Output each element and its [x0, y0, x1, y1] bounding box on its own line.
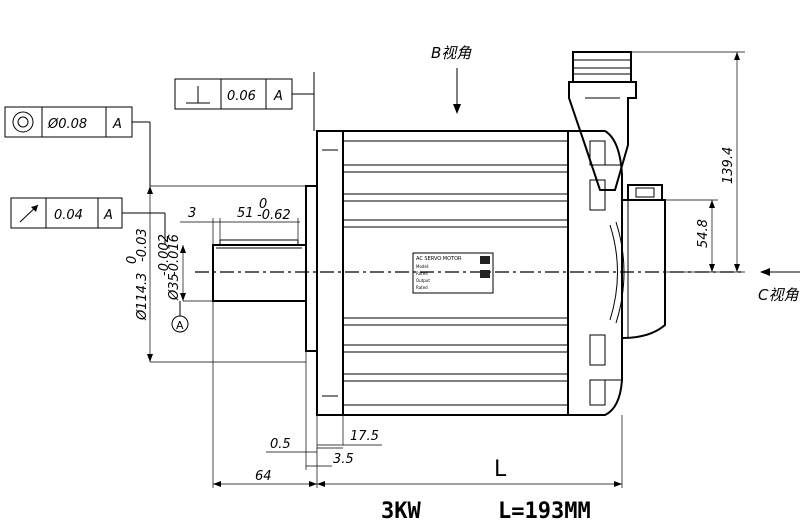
runout-arrow-icon — [19, 204, 39, 223]
encoder-connector — [627, 184, 663, 201]
flange — [305, 130, 344, 416]
shaft-diameter-tol-lower: -0.016 — [167, 234, 182, 276]
power-rating: 3KW — [381, 499, 421, 524]
total-height-label: 139.4 — [721, 147, 736, 184]
concentricity-frame: Ø0.08 A — [4, 106, 151, 186]
datum-label: A — [176, 319, 184, 332]
perpendicularity-icon — [186, 86, 210, 104]
perpendicularity-datum: A — [273, 89, 283, 104]
key-offset-label: 3 — [188, 206, 196, 221]
flange-diameter-tol-upper: 0 — [125, 256, 140, 264]
length-symbol: L — [494, 457, 507, 482]
runout-frame: 0.04 A — [10, 197, 166, 245]
height-dimensions: 139.4 54.8 — [632, 51, 745, 273]
shaft-length-tol-upper: 0 — [259, 197, 267, 212]
nameplate-line: Rated — [416, 271, 428, 276]
nameplate: AC SERVO MOTOR Model: Rated Output Rated — [412, 252, 494, 294]
flange-thickness-label: 17.5 — [350, 429, 379, 444]
runout-datum: A — [103, 208, 113, 223]
b-view-arrow-icon — [453, 104, 461, 114]
b-view-label: B视角 — [431, 44, 472, 62]
shaft-diameter-tol-upper: -0.002 — [157, 234, 172, 276]
nameplate-line: Output — [416, 278, 430, 283]
concentricity-datum: A — [112, 117, 122, 132]
flange-inner-label: 3.5 — [333, 452, 354, 467]
motor-body — [342, 130, 569, 416]
datum-a-marker: A — [171, 301, 189, 333]
runout-value: 0.04 — [54, 208, 83, 223]
perpendicularity-frame: 0.06 A — [174, 72, 315, 131]
end-cap — [567, 130, 623, 416]
power-connector — [568, 51, 637, 191]
spigot-label: 0.5 — [270, 437, 291, 452]
shaft-length-dimension: 3 51 0 -0.62 — [180, 197, 300, 245]
concentricity-icon — [12, 111, 34, 133]
nameplate-line: Model: — [416, 264, 429, 269]
shaft-length-label: 51 — [237, 206, 254, 221]
encoder-cover — [609, 199, 666, 340]
c-view-label: C视角 — [758, 286, 799, 304]
flange-diameter-tol-lower: -0.03 — [135, 228, 150, 262]
flange-diameter-label: Ø114.3 — [135, 273, 150, 321]
connector-height-label: 54.8 — [696, 219, 711, 248]
shaft-diameter-label: Ø35 — [167, 273, 182, 301]
nameplate-line: Rated — [416, 285, 428, 290]
motor-length: L=193MM — [498, 499, 591, 524]
c-view-arrow-icon — [760, 268, 770, 276]
nameplate-title: AC SERVO MOTOR — [416, 256, 462, 262]
diameter-dimensions: Ø114.3 0 -0.03 Ø35 -0.002 -0.016 — [125, 185, 306, 363]
shaft — [212, 239, 307, 302]
concentricity-value: Ø0.08 — [47, 117, 87, 132]
shaft-total-label: 64 — [255, 469, 272, 484]
perpendicularity-value: 0.06 — [227, 89, 256, 104]
shaft-length-tol-lower: -0.62 — [257, 208, 291, 223]
bottom-dimensions: 0.5 17.5 3.5 64 L — [212, 301, 623, 488]
